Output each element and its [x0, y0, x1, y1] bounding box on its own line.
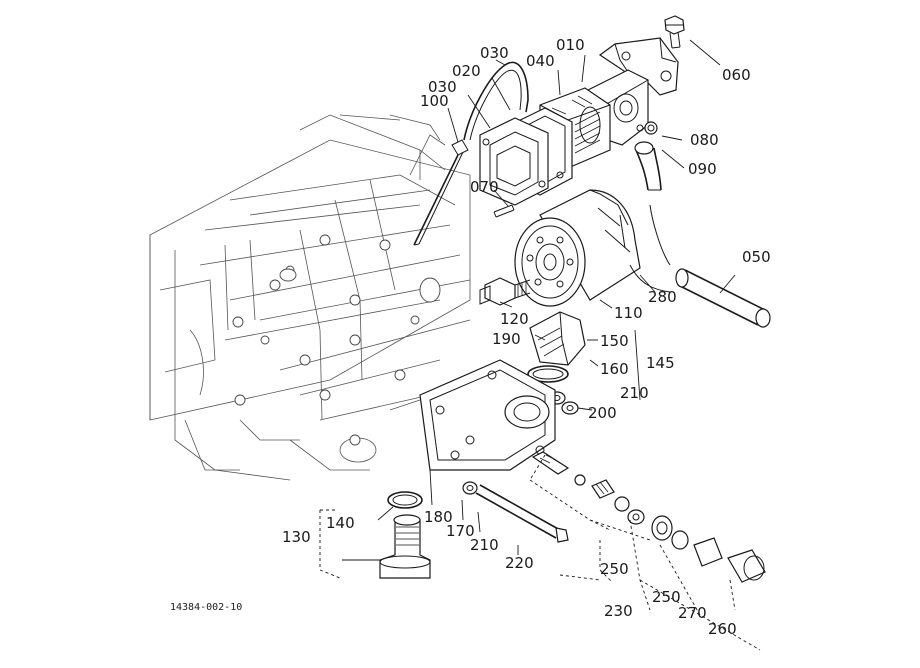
label-250-left: 250 — [600, 560, 629, 578]
dashed-grouping-lines — [319, 454, 761, 651]
dipstick-100 — [413, 139, 469, 246]
sleeve-130 — [379, 514, 431, 579]
gasket-030 — [479, 117, 549, 206]
bracket — [598, 37, 679, 96]
label-210-right: 210 — [620, 384, 649, 402]
label-020: 020 — [452, 62, 481, 80]
oil-filter-110 — [514, 189, 641, 307]
label-120: 120 — [500, 310, 529, 328]
label-160: 160 — [600, 360, 629, 378]
label-190: 190 — [492, 330, 521, 348]
o-ring-160 — [527, 365, 569, 383]
pipe-050 — [649, 204, 771, 328]
label-200: 200 — [588, 404, 617, 422]
label-270: 270 — [678, 604, 707, 622]
pipe-280 — [629, 264, 671, 293]
label-250-right: 250 — [652, 588, 681, 606]
label-090: 090 — [688, 160, 717, 178]
label-040: 040 — [526, 52, 555, 70]
label-110: 110 — [614, 304, 643, 322]
label-050: 050 — [742, 248, 771, 266]
label-180: 180 — [424, 508, 453, 526]
label-030-left: 030 — [428, 78, 457, 96]
part-labels: 010 020 030 030 040 050 060 070 080 090 … — [282, 36, 771, 638]
label-230: 230 — [604, 602, 633, 620]
label-260: 260 — [708, 620, 737, 638]
o-ring-140 — [387, 491, 423, 509]
nipple-120 — [479, 277, 531, 306]
label-030-top: 030 — [480, 44, 509, 62]
label-010: 010 — [556, 36, 585, 54]
relief-valve-parts — [531, 451, 766, 583]
label-170: 170 — [446, 522, 475, 540]
label-070: 070 — [470, 178, 499, 196]
label-145: 145 — [646, 354, 675, 372]
label-210-bottom: 210 — [470, 536, 499, 554]
label-100: 100 — [420, 92, 449, 110]
engine-block-bolts — [232, 234, 441, 446]
bolt-060 — [664, 15, 685, 49]
label-220: 220 — [505, 554, 534, 572]
label-280: 280 — [648, 288, 677, 306]
label-130: 130 — [282, 528, 311, 546]
label-140: 140 — [326, 514, 355, 532]
label-060: 060 — [722, 66, 751, 84]
stud-070 — [493, 204, 515, 218]
elbow-150 — [529, 311, 586, 366]
drawing-code: 14384-002-10 — [170, 602, 242, 613]
leader-lines — [342, 39, 736, 561]
label-150: 150 — [600, 332, 629, 350]
bolt-220 — [475, 484, 569, 543]
label-080: 080 — [690, 131, 719, 149]
hose-090 — [634, 121, 662, 191]
washer-170 — [462, 481, 478, 495]
